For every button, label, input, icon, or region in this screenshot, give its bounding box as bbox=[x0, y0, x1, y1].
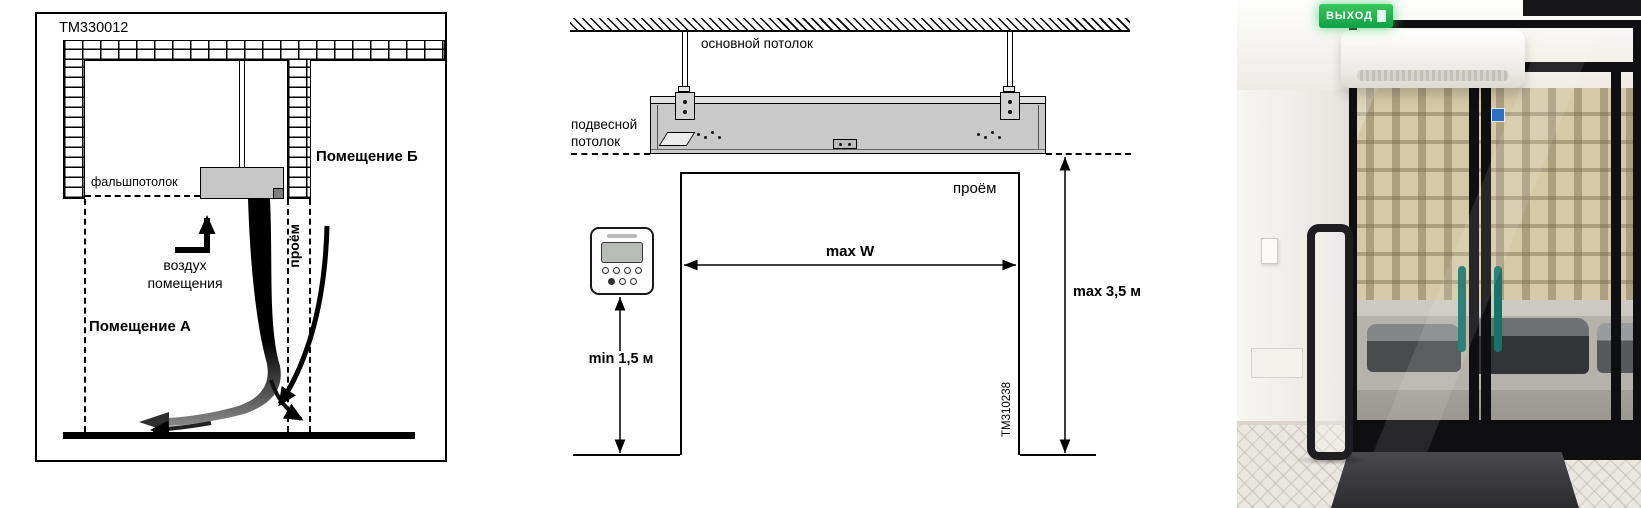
drawing-code-vertical: TM310238 bbox=[1001, 382, 1013, 437]
bracket-screw bbox=[1008, 110, 1012, 114]
opening-plane-dashed-inner bbox=[287, 199, 289, 432]
screw-dots-center bbox=[839, 143, 842, 146]
unit-top-flange bbox=[651, 97, 1045, 104]
suspended-ceiling-dashed-left bbox=[571, 153, 650, 155]
building-facade bbox=[1357, 88, 1633, 300]
intake-air-arrow-icon bbox=[175, 215, 216, 253]
floor-reference-left bbox=[573, 454, 680, 456]
bracket-screw bbox=[683, 110, 687, 114]
entrance-mat bbox=[1331, 452, 1579, 508]
main-ceiling-label: основной потолок bbox=[701, 36, 813, 51]
controller-logo bbox=[607, 234, 637, 238]
airflow-graphics bbox=[139, 198, 330, 438]
diagram-mounting-dimensions: основной потолок подвесной потол bbox=[565, 10, 1141, 472]
controller-button bbox=[629, 278, 637, 285]
controller-button-row bbox=[592, 267, 652, 274]
crosswalk-sign bbox=[1491, 108, 1505, 122]
air-curtain-unit bbox=[650, 96, 1046, 154]
door-frame-top bbox=[1523, 0, 1641, 16]
false-ceiling-label: фальшпотолок bbox=[91, 175, 178, 189]
unit-connector bbox=[273, 188, 284, 199]
mounting-bracket-right bbox=[1000, 92, 1020, 120]
air-curtain-unit bbox=[200, 167, 284, 199]
air-curtain-grille bbox=[1357, 70, 1509, 81]
running-man-icon bbox=[1377, 10, 1386, 22]
floor-line bbox=[63, 432, 415, 439]
door-opening-outline bbox=[680, 172, 1020, 455]
parked-car bbox=[1367, 324, 1461, 372]
controller-button bbox=[607, 278, 615, 285]
suspended-ceiling-label: подвесной потолок bbox=[571, 117, 638, 149]
rod-nut-left bbox=[678, 86, 690, 92]
max-height-label: max 3,5 м bbox=[1073, 284, 1141, 300]
ceiling-slab bbox=[63, 40, 445, 61]
room-b-airflow-arrow-icon bbox=[277, 225, 330, 407]
wall-controller bbox=[590, 227, 654, 295]
right-wall bbox=[287, 59, 311, 199]
controller-button bbox=[602, 267, 609, 274]
left-wall bbox=[63, 59, 85, 199]
exit-sign-text: ВЫХОД bbox=[1325, 10, 1373, 22]
dimension-arrows bbox=[614, 157, 1071, 453]
opening-label-vertical: проём bbox=[286, 224, 302, 268]
threaded-rod-left bbox=[682, 32, 688, 96]
door-handle-left bbox=[1458, 266, 1466, 352]
hanger-rod bbox=[239, 61, 245, 167]
air-stream-plume bbox=[167, 198, 281, 426]
air-curtain-unit bbox=[1341, 30, 1525, 88]
door-handle-right bbox=[1494, 266, 1502, 352]
door-stile-meeting bbox=[1481, 62, 1491, 452]
controller-button bbox=[635, 267, 642, 274]
max-width-label: max W bbox=[825, 243, 875, 260]
unit-center-bracket bbox=[833, 139, 857, 149]
wall-vent-hatch bbox=[1251, 348, 1303, 378]
mounting-bracket-left bbox=[675, 92, 695, 120]
baseboard bbox=[1237, 421, 1357, 428]
main-ceiling-hatch bbox=[570, 18, 1130, 32]
door-bottom-rail bbox=[1357, 420, 1633, 452]
unit-bottom-seam bbox=[651, 149, 1045, 150]
controller-button bbox=[613, 267, 620, 274]
opening-plane-dashed-outer bbox=[309, 199, 311, 432]
room-b-label: Помещение Б bbox=[316, 148, 418, 165]
left-wall-plane-dashed bbox=[84, 199, 86, 432]
photo-entrance-installation: ВЫХОД bbox=[1237, 0, 1641, 508]
false-ceiling-line bbox=[85, 195, 200, 197]
rod-nut-right bbox=[1003, 86, 1015, 92]
room-air-label: воздух помещения bbox=[147, 257, 223, 291]
door-stile-right bbox=[1611, 62, 1621, 452]
exit-sign: ВЫХОД bbox=[1319, 4, 1393, 28]
glass-reflection bbox=[1357, 28, 1633, 452]
wall-reader-box bbox=[1261, 238, 1278, 264]
bracket-screw bbox=[1008, 100, 1012, 104]
drawing-code: TM330012 bbox=[59, 20, 129, 36]
min-height-label: min 1,5 м bbox=[578, 351, 664, 367]
diagram-room-scheme: TM330012 фальшп bbox=[35, 12, 447, 462]
controller-button-row bbox=[592, 278, 652, 285]
controller-display bbox=[601, 242, 643, 263]
room-a-label: Помещение А bbox=[89, 318, 191, 335]
screw-dots-right bbox=[977, 133, 980, 136]
glass-entrance-door bbox=[1349, 20, 1641, 460]
screw-dots-left bbox=[697, 133, 700, 136]
gate-shadow bbox=[1295, 455, 1369, 465]
controller-button bbox=[624, 267, 631, 274]
threaded-rod-right bbox=[1007, 32, 1013, 96]
controller-button bbox=[618, 278, 626, 285]
floor-spread-arrow-icon bbox=[150, 420, 212, 438]
unit-endcap-left bbox=[657, 105, 658, 149]
street-view-through-glass bbox=[1357, 28, 1633, 452]
security-antenna-gate bbox=[1307, 224, 1353, 460]
floor-reference-right bbox=[1020, 454, 1096, 456]
door-stile-left bbox=[1469, 62, 1479, 452]
suspended-ceiling-dashed-right bbox=[1046, 153, 1131, 155]
unit-endcap-right bbox=[1038, 105, 1039, 149]
opening-label: проём bbox=[953, 180, 997, 197]
bracket-screw bbox=[683, 100, 687, 104]
